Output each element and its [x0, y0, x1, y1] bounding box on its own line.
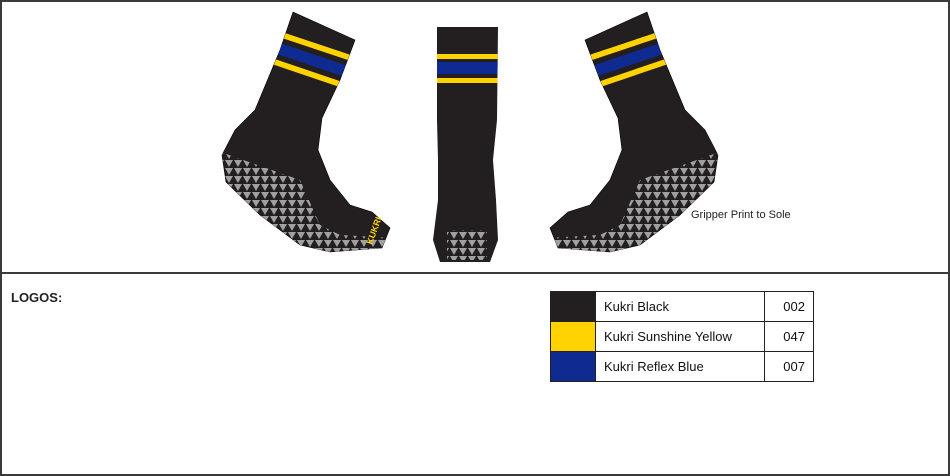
section-divider: [0, 272, 950, 274]
color-row: Kukri Sunshine Yellow 047: [550, 321, 814, 352]
color-swatch-blue: [550, 351, 596, 382]
sock-side-view-right: [549, 11, 719, 253]
color-name: Kukri Black: [595, 291, 765, 322]
color-code: 047: [764, 321, 814, 352]
color-name: Kukri Sunshine Yellow: [595, 321, 765, 352]
sock-side-view-left: KUKRI: [221, 11, 391, 253]
color-code: 002: [764, 291, 814, 322]
logos-heading: LOGOS:: [11, 290, 63, 305]
color-row: Kukri Black 002: [550, 291, 814, 322]
color-swatch-yellow: [550, 321, 596, 352]
gripper-annotation: Gripper Print to Sole: [691, 209, 791, 221]
color-code: 007: [764, 351, 814, 382]
sock-front-view: [433, 27, 498, 262]
color-swatch-black: [550, 291, 596, 322]
sock-illustrations: KUKRI: [221, 11, 719, 262]
color-table: Kukri Black 002 Kukri Sunshine Yellow 04…: [550, 291, 814, 382]
color-name: Kukri Reflex Blue: [595, 351, 765, 382]
color-row: Kukri Reflex Blue 007: [550, 351, 814, 382]
